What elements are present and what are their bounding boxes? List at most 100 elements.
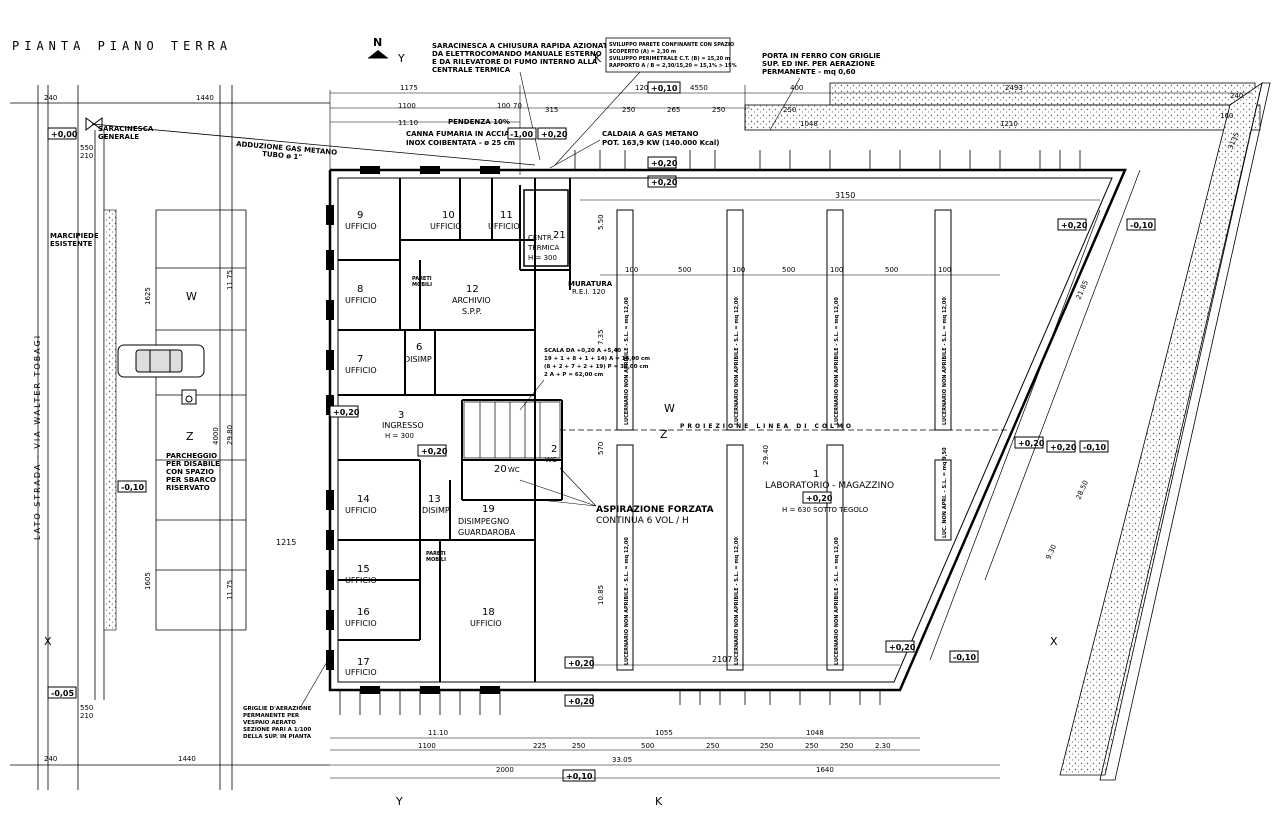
dim-top-265: 265 — [667, 106, 680, 114]
parcheggio-line-3: CON SPAZIO — [166, 468, 214, 476]
level-tag-010-g — [1079, 440, 1109, 453]
level-tag-010p — [647, 81, 681, 94]
skylight-label-6: LUCERNARIO NON APRIBILE - S.L. = mq 12,0… — [734, 537, 740, 665]
building-outline — [328, 168, 1127, 692]
scala-leader — [519, 379, 545, 411]
room-16-name: UFFICIO — [345, 619, 377, 628]
note-caldaia-1: CALDAIA A GAS METANO — [602, 130, 698, 138]
room-17-num: 17 — [357, 657, 370, 668]
room-8-num: 8 — [357, 284, 363, 295]
aspirazione-leaders — [519, 467, 597, 507]
room-18-num: 18 — [482, 607, 495, 618]
dim-bot-500: 500 — [641, 742, 654, 750]
saracinesca-valve-icon — [85, 117, 103, 131]
room-10-name: UFFICIO — [430, 222, 462, 231]
dim-r-160: 160 — [1220, 112, 1233, 120]
dim-1175b: 11.75 — [226, 580, 234, 600]
level-tag-010p-text: +0,10 — [651, 84, 678, 93]
dim-inner-100b: 100 — [732, 266, 745, 274]
room-12-num: 12 — [466, 284, 479, 295]
level-tag-020-c-text: +0,20 — [651, 178, 678, 187]
note-sviluppo-1: SVILUPPO PARETE CONFINANTE CON SPAZIO — [609, 42, 734, 48]
dim-1175: 11.75 — [226, 270, 234, 290]
room-17-name: UFFICIO — [345, 668, 377, 677]
room-7-name: UFFICIO — [345, 366, 377, 375]
level-tag-010-j — [949, 650, 979, 663]
centrale-termica-box — [523, 189, 569, 267]
dim-bot-1048: 1048 — [806, 729, 824, 737]
level-tag-010-e-text: -0,10 — [1130, 221, 1153, 230]
marciapiede-line-2: ESISTENTE — [50, 240, 93, 248]
room-15-name: UFFICIO — [345, 576, 377, 585]
level-tag-005 — [47, 686, 77, 699]
level-tag-020-ing — [329, 405, 359, 418]
north-label: N — [373, 36, 382, 49]
room-18-name: UFFICIO — [470, 619, 502, 628]
saracinesca-generale-2: GENERALE — [98, 133, 139, 141]
room-19-num: 19 — [482, 504, 495, 515]
axis-x-right: X — [1050, 635, 1058, 648]
top-sidewalk-hatch-2 — [744, 104, 1261, 131]
room-14-num: 14 — [357, 494, 370, 505]
skylights-bottom — [616, 444, 952, 671]
dim-735: 7.35 — [597, 329, 605, 345]
pareti-mobili-1b: MOBILI — [412, 282, 432, 288]
dim-top-250b: 250 — [712, 106, 725, 114]
skylight-label-4: LUCERNARIO NON APRIBILE - S.L. = mq 12,0… — [942, 297, 948, 425]
level-tag-010-e — [1126, 218, 1156, 231]
skylight-label-1: LUCERNARIO NON APRIBILE - S.L. = mq 12,0… — [624, 297, 630, 425]
room-20-num: 20 — [494, 464, 507, 475]
dim-1605: 1605 — [144, 572, 152, 590]
top-sidewalk-hatch — [829, 82, 1256, 106]
axis-w-right: W — [664, 402, 675, 415]
level-tag-020-b-text: +0,20 — [651, 159, 678, 168]
note-caldaia-2: POT. 163,9 KW (140.000 Kcal) — [602, 139, 719, 147]
room-3-num: 3 — [398, 410, 404, 421]
dim-top-4550: 4550 — [690, 84, 708, 92]
parcheggio-line-5: RISERVATO — [166, 484, 210, 492]
pareti-mobili-1a: PARETI — [412, 276, 432, 282]
dim-top-1048: 1048 — [800, 120, 818, 128]
dim-bot-225: 225 — [533, 742, 546, 750]
dim-top-315: 315 — [545, 106, 558, 114]
dim-4000: 4000 — [212, 427, 220, 445]
level-tag-020-c — [647, 175, 677, 188]
dim-top-1175: 1175 — [400, 84, 418, 92]
parcheggio-line-1: PARCHEGGIO — [166, 452, 217, 460]
pendenza: PENDENZA 10% — [448, 118, 510, 126]
scala-4: 2 A + P = 62,00 cm — [544, 372, 603, 378]
note-sviluppo-4: RAPPORTO A / B = 2,30/15,20 = 15,1% > 15… — [609, 63, 737, 69]
aspirazione-2: CONTINUA 6 VOL / H — [596, 516, 689, 526]
dim-inner-500b: 500 — [782, 266, 795, 274]
room-9-name: UFFICIO — [345, 222, 377, 231]
dim-550-top: 550 — [80, 144, 93, 152]
room-1-name: LABORATORIO - MAGAZZINO — [765, 481, 894, 491]
dim-inner-500c: 500 — [885, 266, 898, 274]
room-11-name: UFFICIO — [488, 222, 520, 231]
note-saracinesca-1: SARACINESCA A CHIUSURA RAPIDA AZIONATA — [432, 42, 613, 50]
scala-2: 19 + 1 + 8 + 1 + 14) A = 16,00 cm — [544, 356, 650, 362]
room-9-num: 9 — [357, 210, 363, 221]
axis-w-left: W — [186, 290, 197, 303]
dim-bot-250a: 250 — [572, 742, 585, 750]
room-1-num: 1 — [813, 469, 819, 480]
level-tag-020-a — [537, 127, 567, 140]
skylight-label-7: LUCERNARIO NON APRIBILE - S.L. = mq 12,0… — [834, 537, 840, 665]
windows — [326, 166, 500, 694]
level-tag-100 — [507, 127, 537, 140]
dim-inner-500a: 500 — [678, 266, 691, 274]
dim-bot-1100: 1100 — [418, 742, 436, 750]
level-tag-020-h — [1014, 436, 1044, 449]
skylight-label-2: LUCERNARIO NON APRIBILE - S.L. = mq 12,0… — [734, 297, 740, 425]
marciapiede-line-1: MARCIPIEDE — [50, 232, 99, 240]
dim-r-930: 9.30 — [1045, 543, 1059, 560]
griglie-1: GRIGLIE D'AERAZIONE — [243, 706, 312, 712]
note-porta-3: PERMANENTE - mq 0,60 — [762, 68, 856, 76]
parcheggio-line-2: PER DISABILE — [166, 460, 220, 468]
room-7-num: 7 — [357, 354, 363, 365]
roof-ticks — [339, 150, 1081, 715]
dim-top-1210: 1210 — [1000, 120, 1018, 128]
dim-240-top: 240 — [44, 94, 57, 102]
dim-2107: 2107 — [712, 655, 732, 664]
axis-z-right: Z — [660, 428, 668, 441]
